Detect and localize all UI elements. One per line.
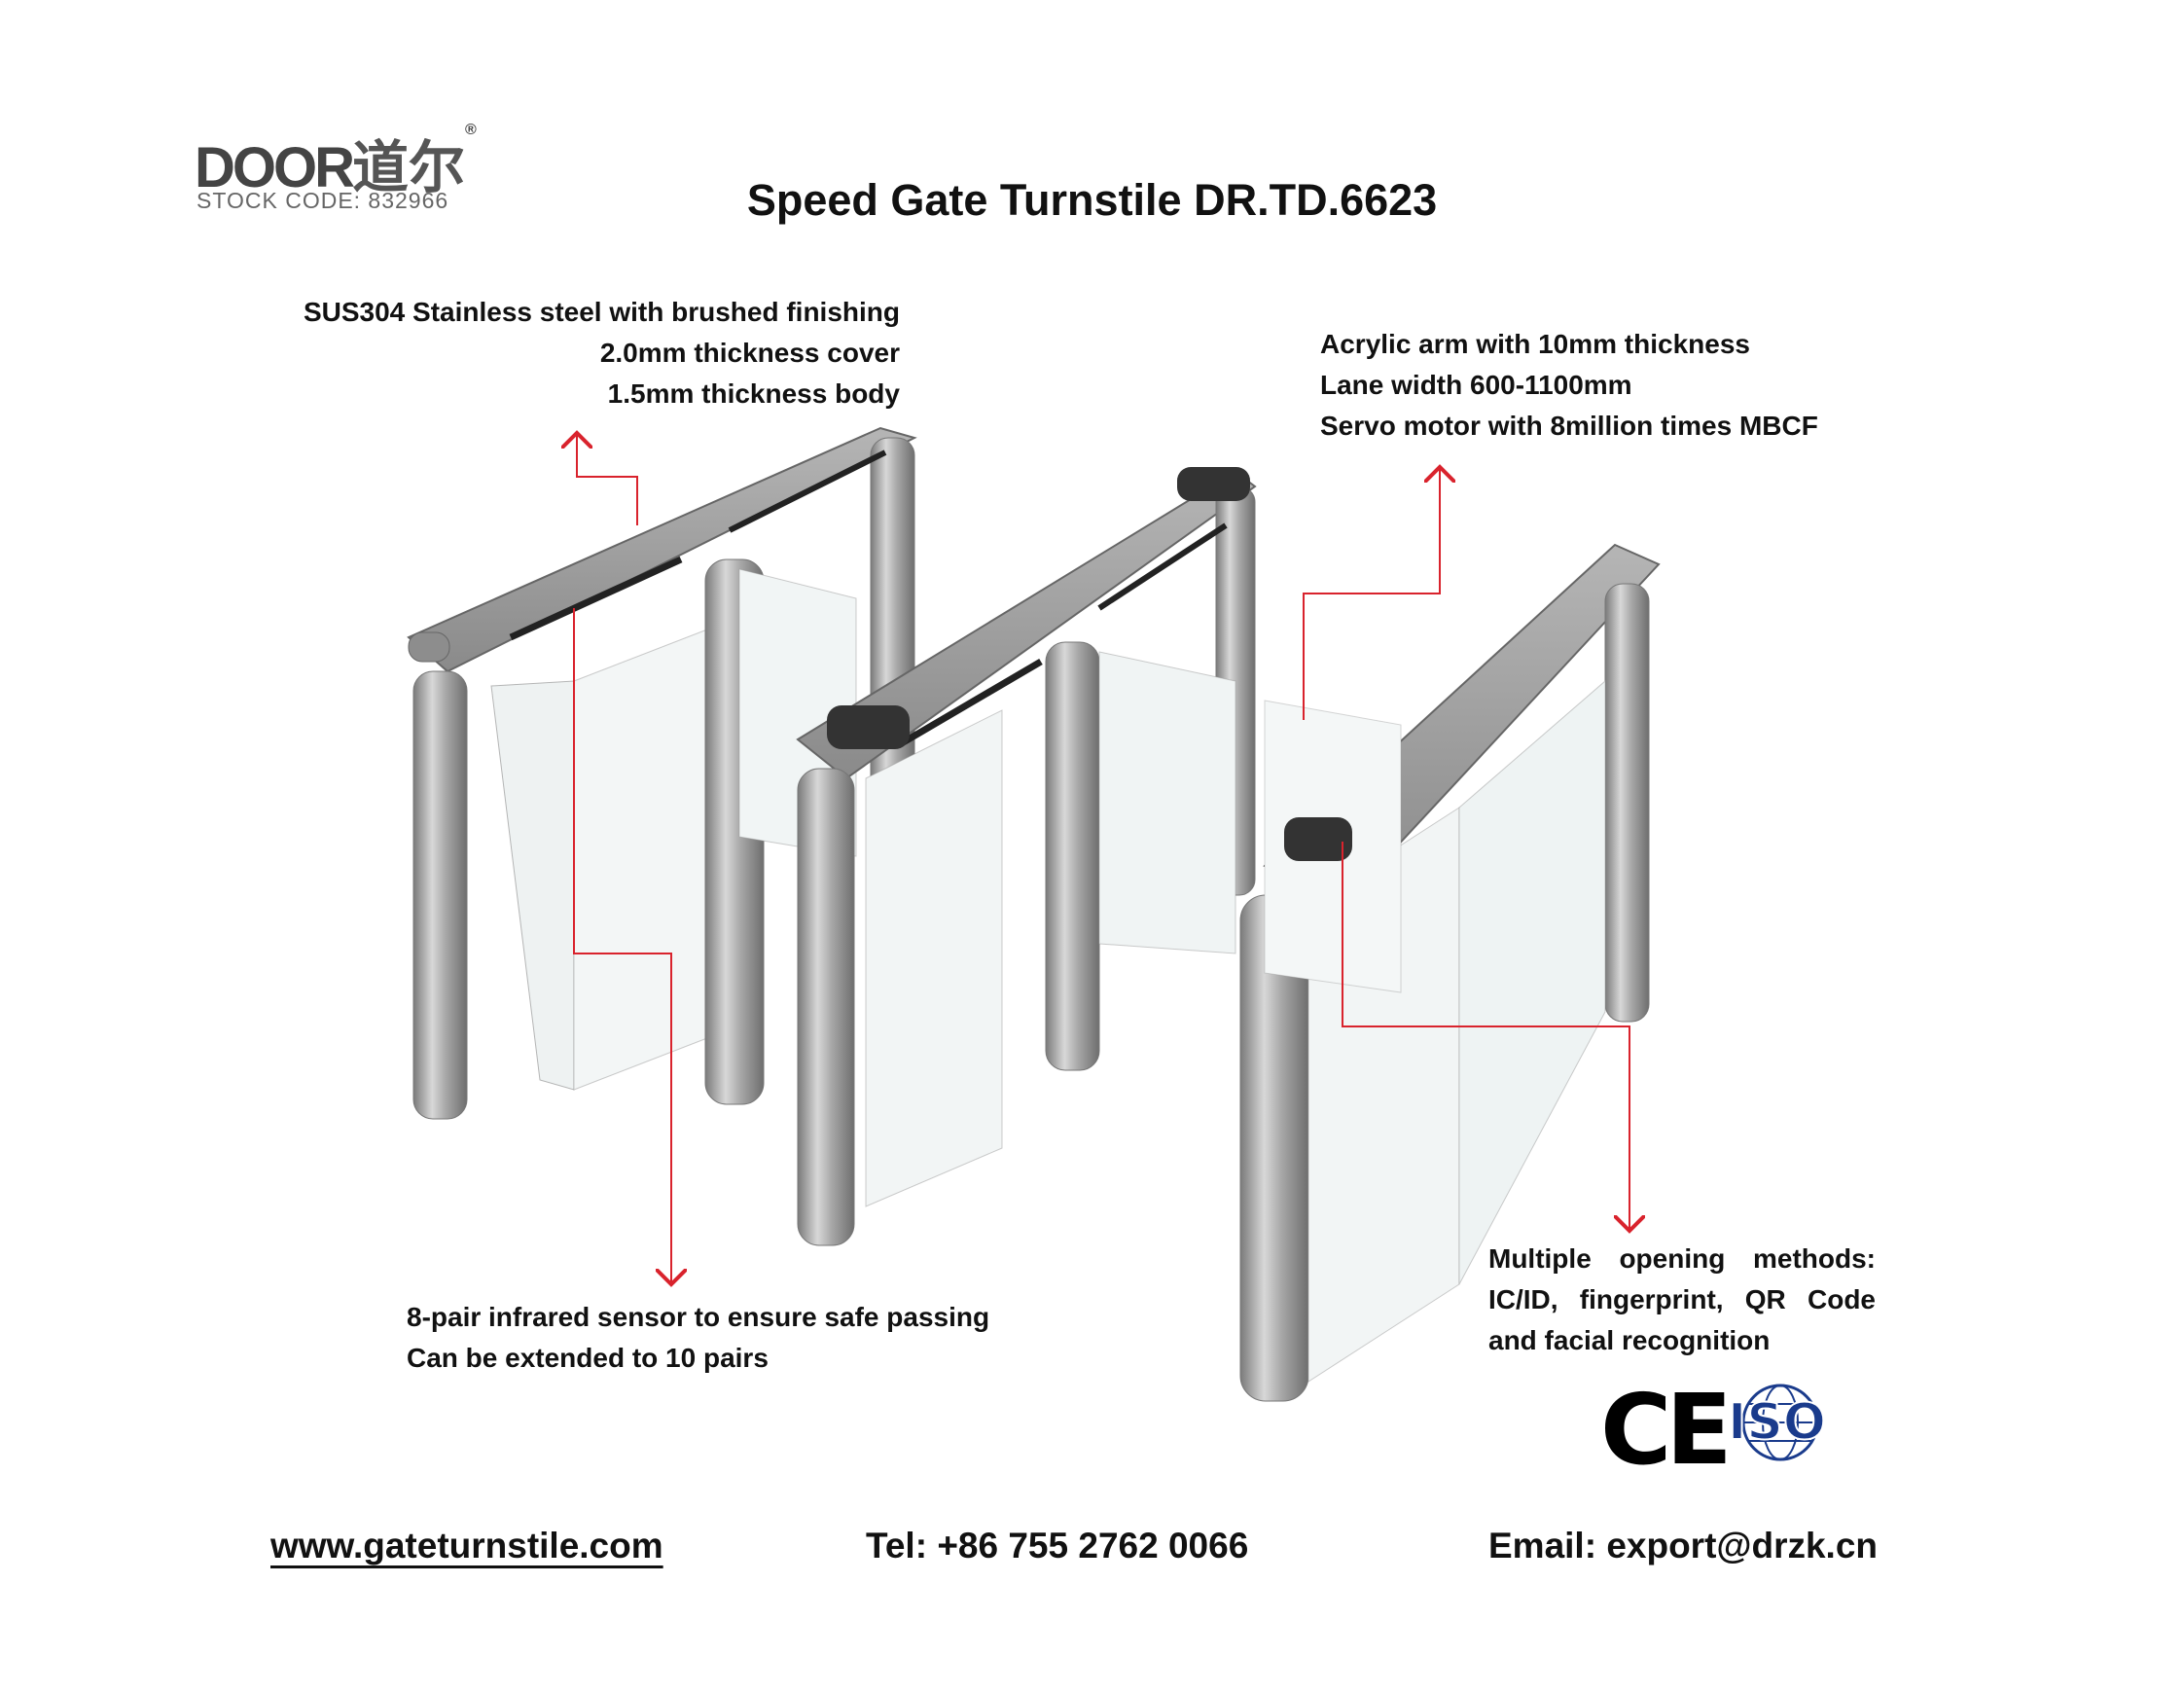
iso-mark: ISO xyxy=(1727,1392,1827,1453)
sensor-line-2: Can be extended to 10 pairs xyxy=(407,1343,769,1373)
ce-mark: CE xyxy=(1600,1373,1733,1487)
website-link[interactable]: www.gateturnstile.com xyxy=(270,1526,663,1565)
sensor-pointer xyxy=(573,608,671,1284)
opening-pointer xyxy=(1342,842,1629,1231)
telephone: Tel: +86 755 2762 0066 xyxy=(866,1526,1249,1565)
annotation-lines xyxy=(574,433,1629,1284)
registered-mark: ® xyxy=(465,122,477,138)
material-note: SUS304 Stainless steel with brushed fini… xyxy=(302,292,900,414)
iso-globe-icon xyxy=(1741,1384,1819,1461)
logo-chinese: 道尔 xyxy=(352,136,466,199)
logo-text: DOOR xyxy=(195,136,355,199)
arm-line-2: Lane width 600-1100mm xyxy=(1320,370,1632,400)
arm-note: Acrylic arm with 10mm thickness Lane wid… xyxy=(1320,324,1818,447)
arm-line-1: Acrylic arm with 10mm thickness xyxy=(1320,329,1750,359)
material-line-2: 2.0mm thickness cover xyxy=(599,338,900,368)
sensor-note: 8-pair infrared sensor to ensure safe pa… xyxy=(407,1297,989,1379)
logo-wordmark: DOOR道尔® xyxy=(195,122,477,203)
stock-code: STOCK CODE: 832966 xyxy=(197,188,449,213)
sensor-line-1: 8-pair infrared sensor to ensure safe pa… xyxy=(407,1302,990,1332)
arm-line-3: Servo motor with 8million times MBCF xyxy=(1320,411,1818,441)
material-line-3: 1.5mm thickness body xyxy=(607,378,900,409)
email-address[interactable]: Email: export@drzk.cn xyxy=(1488,1526,1879,1565)
brand-logo: DOOR道尔® STOCK CODE: 832966 xyxy=(195,122,506,219)
gate-right xyxy=(1239,543,1661,1402)
arm-pointer xyxy=(1303,467,1440,720)
opening-note: Multiple opening methods: IC/ID, fingerp… xyxy=(1488,1243,1876,1355)
gate-left xyxy=(407,426,917,1120)
page-title: Speed Gate Turnstile DR.TD.6623 xyxy=(746,175,1438,225)
material-pointer xyxy=(577,433,638,525)
material-line-1: SUS304 Stainless steel with brushed fini… xyxy=(303,297,900,327)
gate-middle xyxy=(796,467,1257,1246)
